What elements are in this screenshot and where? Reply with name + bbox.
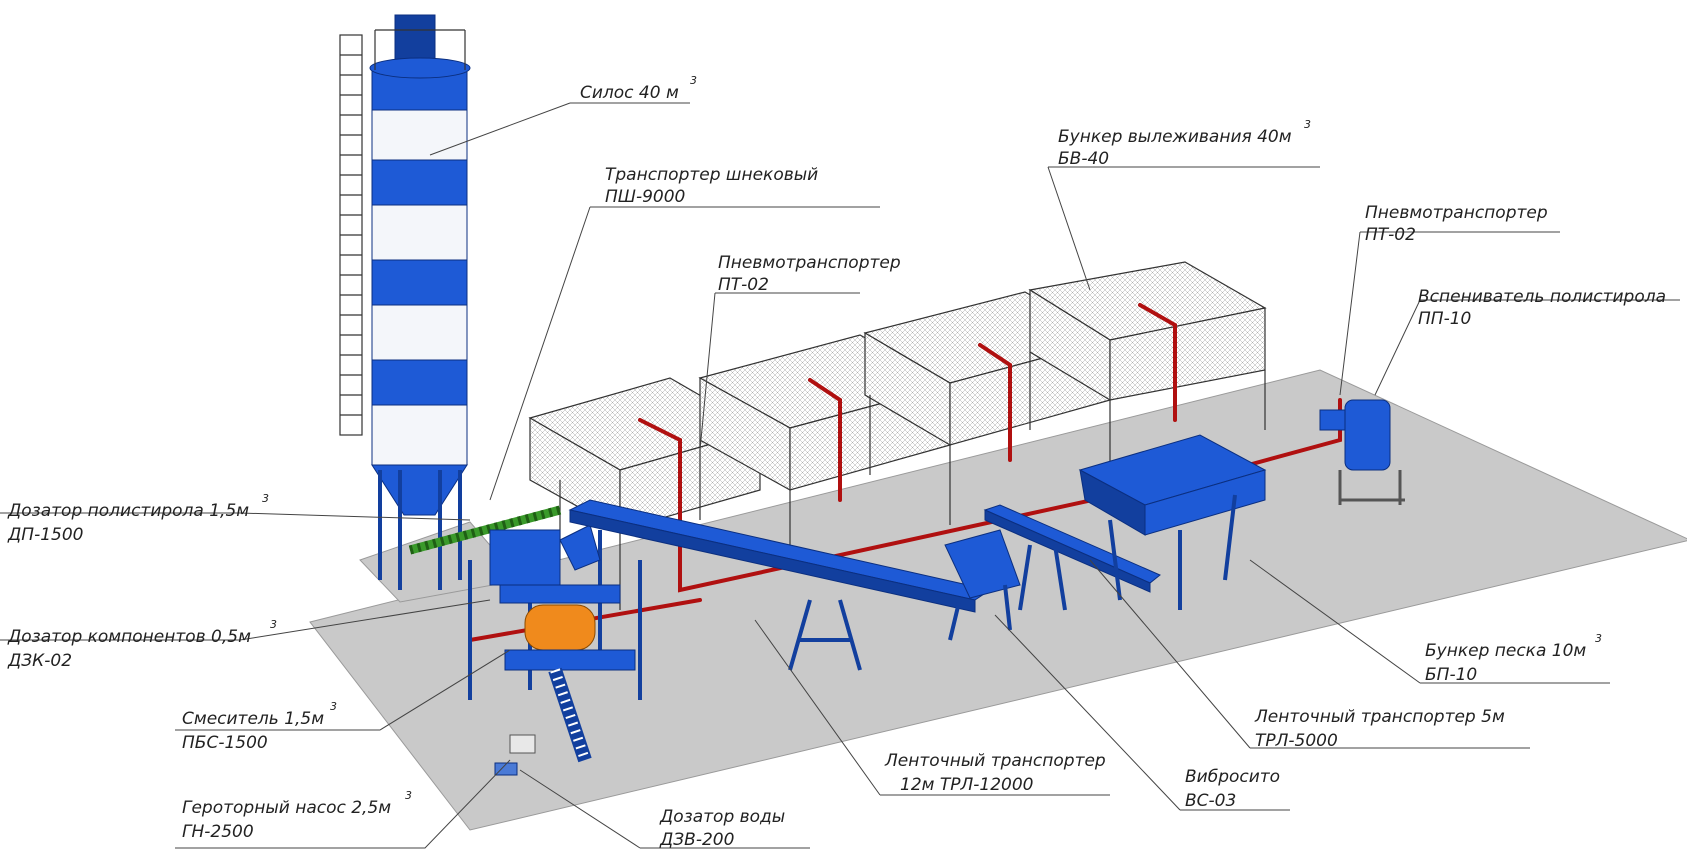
label-aging-bunker: Бункер вылеживания 40м 3 БВ-40 xyxy=(1058,118,1311,169)
belt-12-code: 12м ТРЛ-12000 xyxy=(900,775,1034,795)
gerotor-pump-label: Героторный насос 2,5м xyxy=(182,798,391,818)
mixing-tower xyxy=(468,524,642,776)
screw-conveyor xyxy=(408,505,562,555)
label-component-doser: Дозатор компонентов 0,5м 3 ДЗК-02 xyxy=(7,618,277,671)
label-screw-conveyor: Транспортер шнековый ПШ-9000 xyxy=(605,165,818,207)
pneumo-center-code: ПТ-02 xyxy=(718,275,769,295)
water-doser-label: Дозатор воды xyxy=(659,807,785,827)
label-pneumo-center: Пневмотранспортер ПТ-02 xyxy=(718,253,901,295)
water-doser-code: ДЗВ-200 xyxy=(659,830,734,850)
component-doser-label-superscript: 3 xyxy=(270,618,277,631)
polystyrene-doser-label: Дозатор полистирола 1,5м xyxy=(7,501,249,521)
belt-conveyor-12m xyxy=(568,499,992,671)
sand-bunker-label: Бункер песка 10м xyxy=(1425,641,1586,661)
component-doser-label: Дозатор компонентов 0,5м xyxy=(7,627,251,647)
label-foamer: Вспениватель полистирола ПП-10 xyxy=(1418,287,1666,329)
component-doser-code: ДЗК-02 xyxy=(7,651,72,671)
aging-bunker-label: Бункер вылеживания 40м xyxy=(1058,127,1292,147)
vibrosieve xyxy=(944,529,1021,641)
label-water-doser: Дозатор воды ДЗВ-200 xyxy=(659,807,785,850)
aging-bunker-code: БВ-40 xyxy=(1058,149,1109,169)
sand-bunker xyxy=(1078,434,1267,610)
label-gerotor-pump: Героторный насос 2,5м 3 ГН-2500 xyxy=(182,789,412,842)
belt-5-code: ТРЛ-5000 xyxy=(1255,731,1338,751)
label-belt-12: Ленточный транспортер 12м ТРЛ-12000 xyxy=(884,751,1106,795)
polystyrene-foamer xyxy=(1319,399,1405,505)
belt-12-label: Ленточный транспортер xyxy=(884,751,1106,771)
gerotor-pump-label-superscript: 3 xyxy=(405,789,412,802)
mixer-code: ПБС-1500 xyxy=(182,733,268,753)
screw-conveyor-label: Транспортер шнековый xyxy=(605,165,818,185)
silo-40 xyxy=(339,14,471,590)
vibrosieve-code: ВС-03 xyxy=(1185,791,1236,811)
sand-bunker-code: БП-10 xyxy=(1425,665,1477,685)
label-belt-5: Ленточный транспортер 5м ТРЛ-5000 xyxy=(1254,707,1505,751)
sand-bunker-label-superscript: 3 xyxy=(1595,632,1602,645)
gerotor-pump-code: ГН-2500 xyxy=(182,822,254,842)
mixer-label: Смеситель 1,5м xyxy=(182,709,324,729)
polystyrene-doser-code: ДП-1500 xyxy=(7,525,83,545)
aging-bunker-label-superscript: 3 xyxy=(1304,118,1311,131)
label-vibrosieve: Вибросито ВС-03 xyxy=(1185,767,1280,811)
screw-conveyor-code: ПШ-9000 xyxy=(605,187,685,207)
aging-bunkers xyxy=(528,261,1267,610)
pneumo-right-label: Пневмотранспортер xyxy=(1365,203,1548,223)
label-mixer: Смеситель 1,5м 3 ПБС-1500 xyxy=(182,700,337,753)
label-silo: Силос 40 м 3 xyxy=(580,74,697,103)
vibrosieve-label: Вибросито xyxy=(1185,767,1280,787)
foamer-code: ПП-10 xyxy=(1418,309,1471,329)
label-polystyrene-doser: Дозатор полистирола 1,5м 3 ДП-1500 xyxy=(7,492,269,545)
pneumo-center-label: Пневмотранспортер xyxy=(718,253,901,273)
silo-label: Силос 40 м xyxy=(580,83,679,103)
silo-label-superscript: 3 xyxy=(690,74,697,87)
label-pneumo-right: Пневмотранспортер ПТ-02 xyxy=(1365,203,1548,245)
main-floor-slab xyxy=(309,369,1687,831)
mixer-label-superscript: 3 xyxy=(330,700,337,713)
foamer-label: Вспениватель полистирола xyxy=(1418,287,1666,307)
belt-5-label: Ленточный транспортер 5м xyxy=(1254,707,1505,727)
leader-lines xyxy=(0,102,1680,849)
label-sand-bunker: Бункер песка 10м 3 БП-10 xyxy=(1425,632,1602,685)
polystyrene-doser-label-superscript: 3 xyxy=(262,492,269,505)
pneumo-right-code: ПТ-02 xyxy=(1365,225,1416,245)
